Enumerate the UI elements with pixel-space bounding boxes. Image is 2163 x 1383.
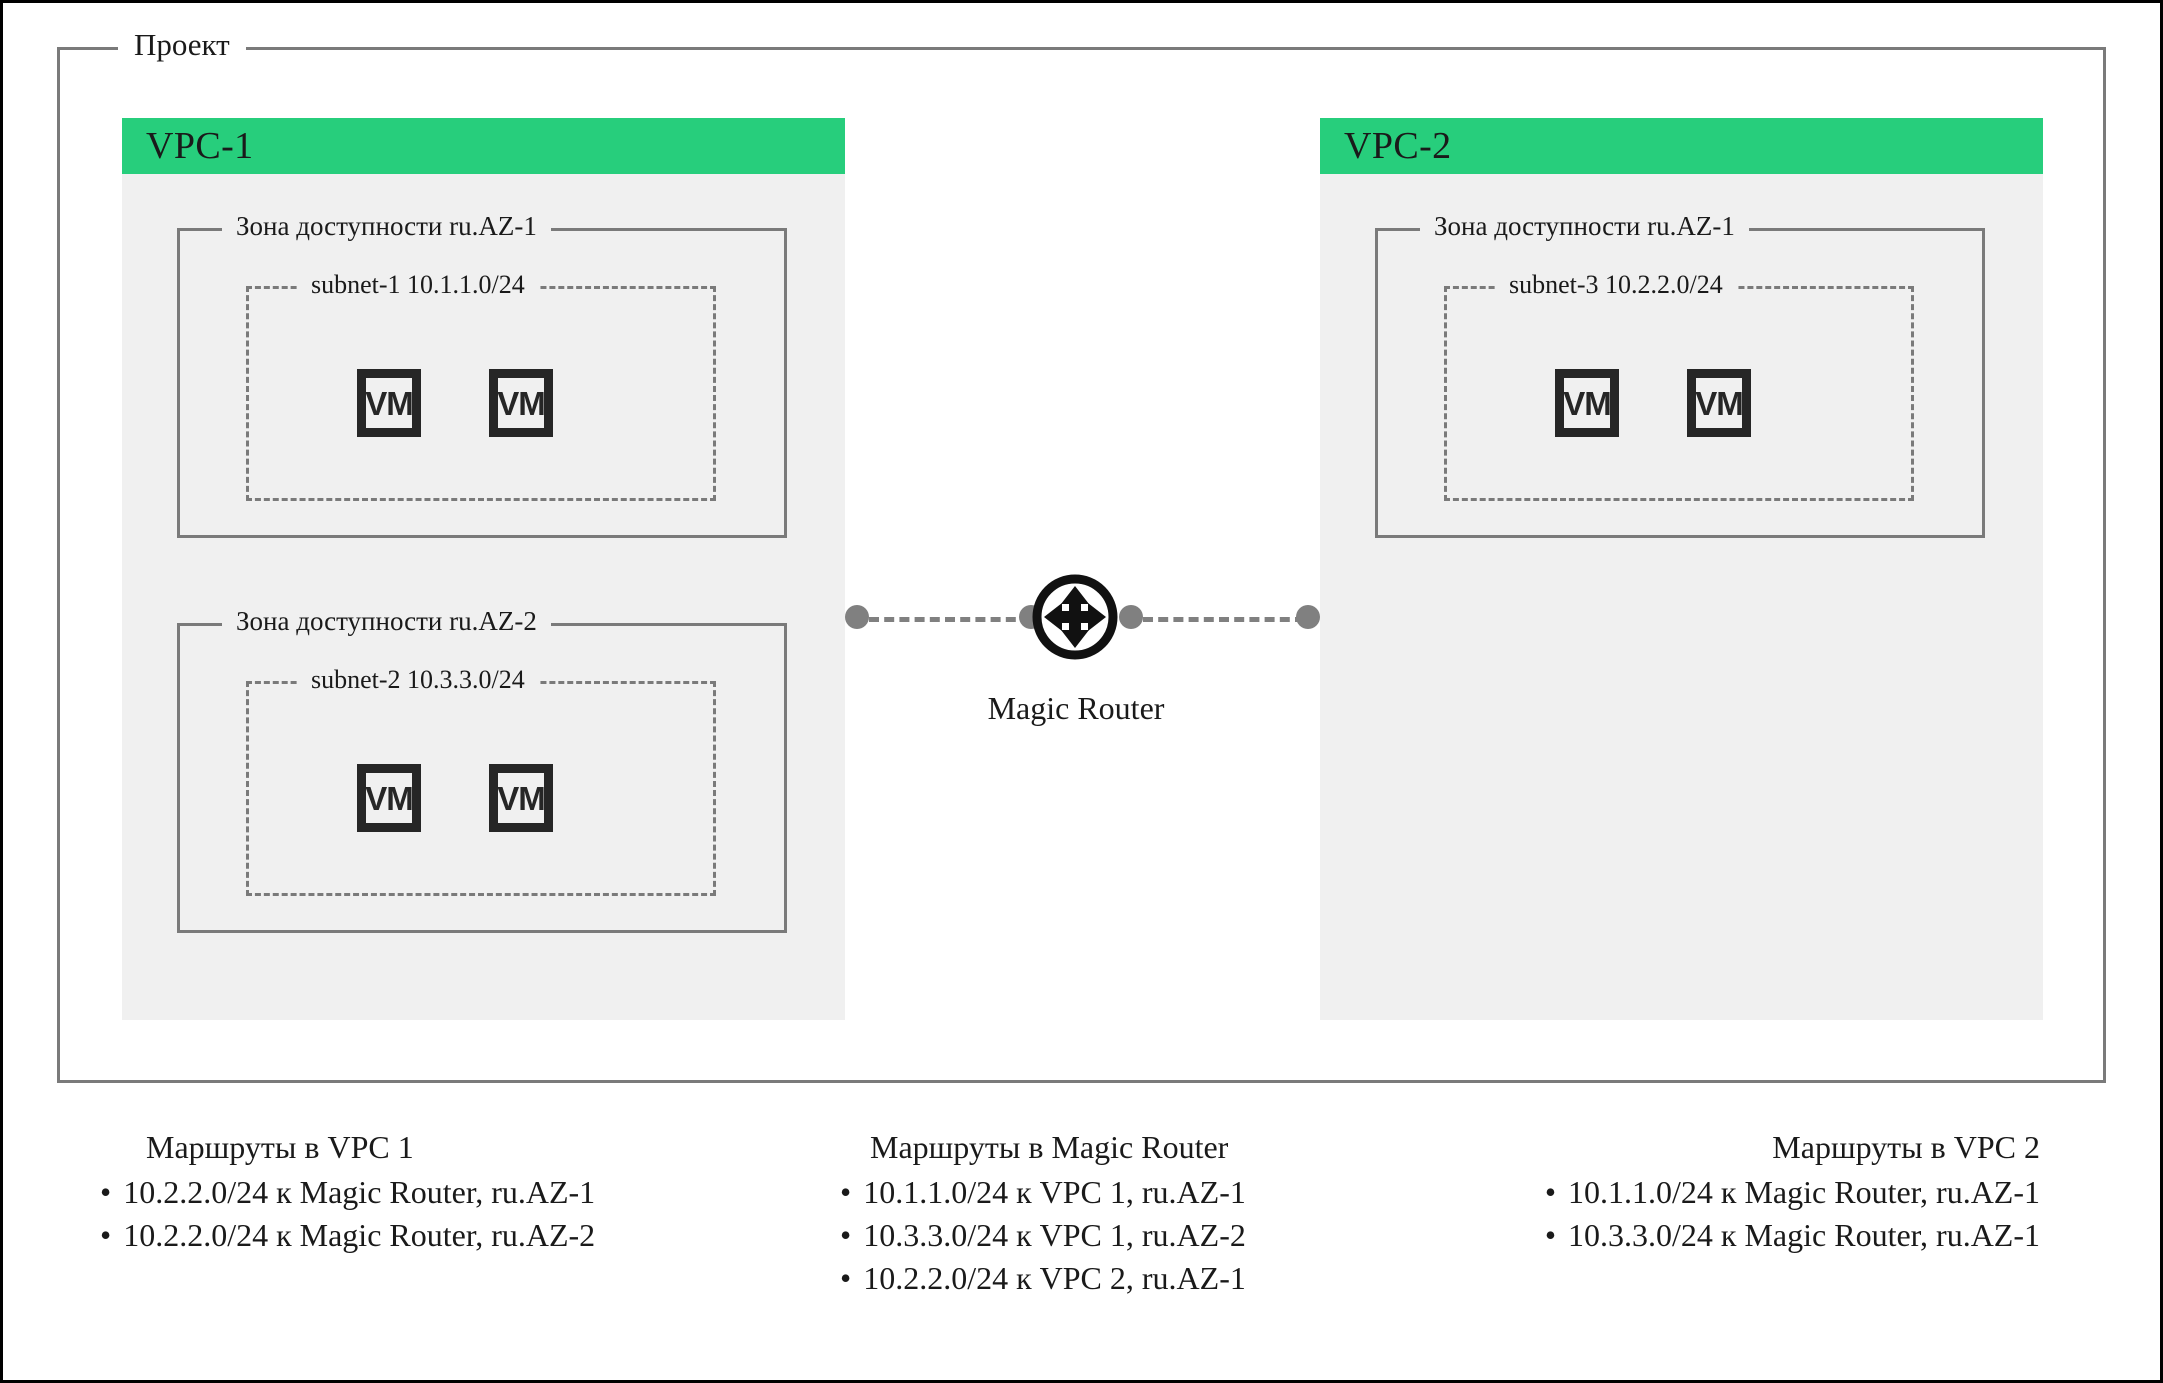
vpc-1-subnet-2-box: subnet-2 10.3.3.0/24 VM VM xyxy=(246,664,716,896)
vpc-1-subnet-1-box: subnet-1 10.1.1.0/24 VM VM xyxy=(246,269,716,501)
routes-column-vpc2: Маршруты в VPC 2 10.1.1.0/24 к Magic Rou… xyxy=(1430,1125,2040,1257)
vm-icon: VM xyxy=(1555,369,1619,437)
vpc-1-header: VPC-1 xyxy=(122,118,845,174)
vm-icon-label: VM xyxy=(365,779,413,817)
routes-router-list: 10.1.1.0/24 к VPC 1, ru.AZ-1 10.3.3.0/24… xyxy=(840,1171,1400,1300)
vpc-2-title: VPC-2 xyxy=(1344,125,1452,167)
vpc-1-az-1-label: Зона доступности ru.AZ-1 xyxy=(222,210,551,242)
route-item: 10.2.2.0/24 к Magic Router, ru.AZ-1 xyxy=(100,1171,720,1214)
vm-icon: VM xyxy=(1687,369,1751,437)
vm-icon: VM xyxy=(489,764,553,832)
vm-icon: VM xyxy=(357,369,421,437)
vm-icon-label: VM xyxy=(1563,384,1611,422)
vm-icon: VM xyxy=(489,369,553,437)
project-frame xyxy=(57,47,2106,1083)
routes-vpc1-title: Маршруты в VPC 1 xyxy=(146,1129,414,1165)
link-dot-router-right xyxy=(1119,605,1143,629)
link-endpoint-dot-vpc1 xyxy=(845,605,869,629)
vpc-1-subnet-2-label: subnet-2 10.3.3.0/24 xyxy=(297,664,539,695)
routes-vpc1-list: 10.2.2.0/24 к Magic Router, ru.AZ-1 10.2… xyxy=(100,1171,720,1257)
vpc-2-subnet-3-label: subnet-3 10.2.2.0/24 xyxy=(1495,269,1737,300)
vm-icon-label: VM xyxy=(497,384,545,422)
vm-icon-label: VM xyxy=(365,384,413,422)
vpc-2-az-1-label: Зона доступности ru.AZ-1 xyxy=(1420,210,1749,242)
vpc-1-subnet-1-label: subnet-1 10.1.1.0/24 xyxy=(297,269,539,300)
link-line-router-vpc2 xyxy=(1143,617,1305,622)
route-item: 10.3.3.0/24 к Magic Router, ru.AZ-1 xyxy=(1430,1214,2040,1257)
vpc-1-block: VPC-1 Зона доступности ru.AZ-1 subnet-1 … xyxy=(122,118,845,1020)
route-item: 10.2.2.0/24 к VPC 2, ru.AZ-1 xyxy=(840,1257,1400,1300)
project-label: Проект xyxy=(118,26,246,64)
link-endpoint-dot-vpc2 xyxy=(1296,605,1320,629)
route-item: 10.1.1.0/24 к VPC 1, ru.AZ-1 xyxy=(840,1171,1400,1214)
vpc-2-subnet-3-box: subnet-3 10.2.2.0/24 VM VM xyxy=(1444,269,1914,501)
routes-vpc2-title: Маршруты в VPC 2 xyxy=(1772,1129,2040,1165)
routes-vpc2-list: 10.1.1.0/24 к Magic Router, ru.AZ-1 10.3… xyxy=(1430,1171,2040,1257)
route-item: 10.1.1.0/24 к Magic Router, ru.AZ-1 xyxy=(1430,1171,2040,1214)
link-line-vpc1-router xyxy=(869,617,1031,622)
routes-column-vpc1: Маршруты в VPC 1 10.2.2.0/24 к Magic Rou… xyxy=(100,1125,720,1257)
routes-router-title: Маршруты в Magic Router xyxy=(870,1129,1229,1165)
vm-icon-label: VM xyxy=(497,779,545,817)
router-label: Magic Router xyxy=(987,690,1165,726)
vm-icon-label: VM xyxy=(1695,384,1743,422)
vpc-2-header: VPC-2 xyxy=(1320,118,2043,174)
router-four-arrows-icon xyxy=(1031,573,1119,661)
vpc-1-az-2-label: Зона доступности ru.AZ-2 xyxy=(222,605,551,637)
vpc-1-az-1-box: Зона доступности ru.AZ-1 subnet-1 10.1.1… xyxy=(177,210,787,538)
vpc-1-title: VPC-1 xyxy=(146,125,254,167)
route-item: 10.2.2.0/24 к Magic Router, ru.AZ-2 xyxy=(100,1214,720,1257)
vm-icon: VM xyxy=(357,764,421,832)
vpc-2-block: VPC-2 Зона доступности ru.AZ-1 subnet-3 … xyxy=(1320,118,2043,1020)
vpc-2-az-1-box: Зона доступности ru.AZ-1 subnet-3 10.2.2… xyxy=(1375,210,1985,538)
vpc-1-az-2-box: Зона доступности ru.AZ-2 subnet-2 10.3.3… xyxy=(177,605,787,933)
routes-column-router: Маршруты в Magic Router 10.1.1.0/24 к VP… xyxy=(840,1125,1400,1300)
route-item: 10.3.3.0/24 к VPC 1, ru.AZ-2 xyxy=(840,1214,1400,1257)
